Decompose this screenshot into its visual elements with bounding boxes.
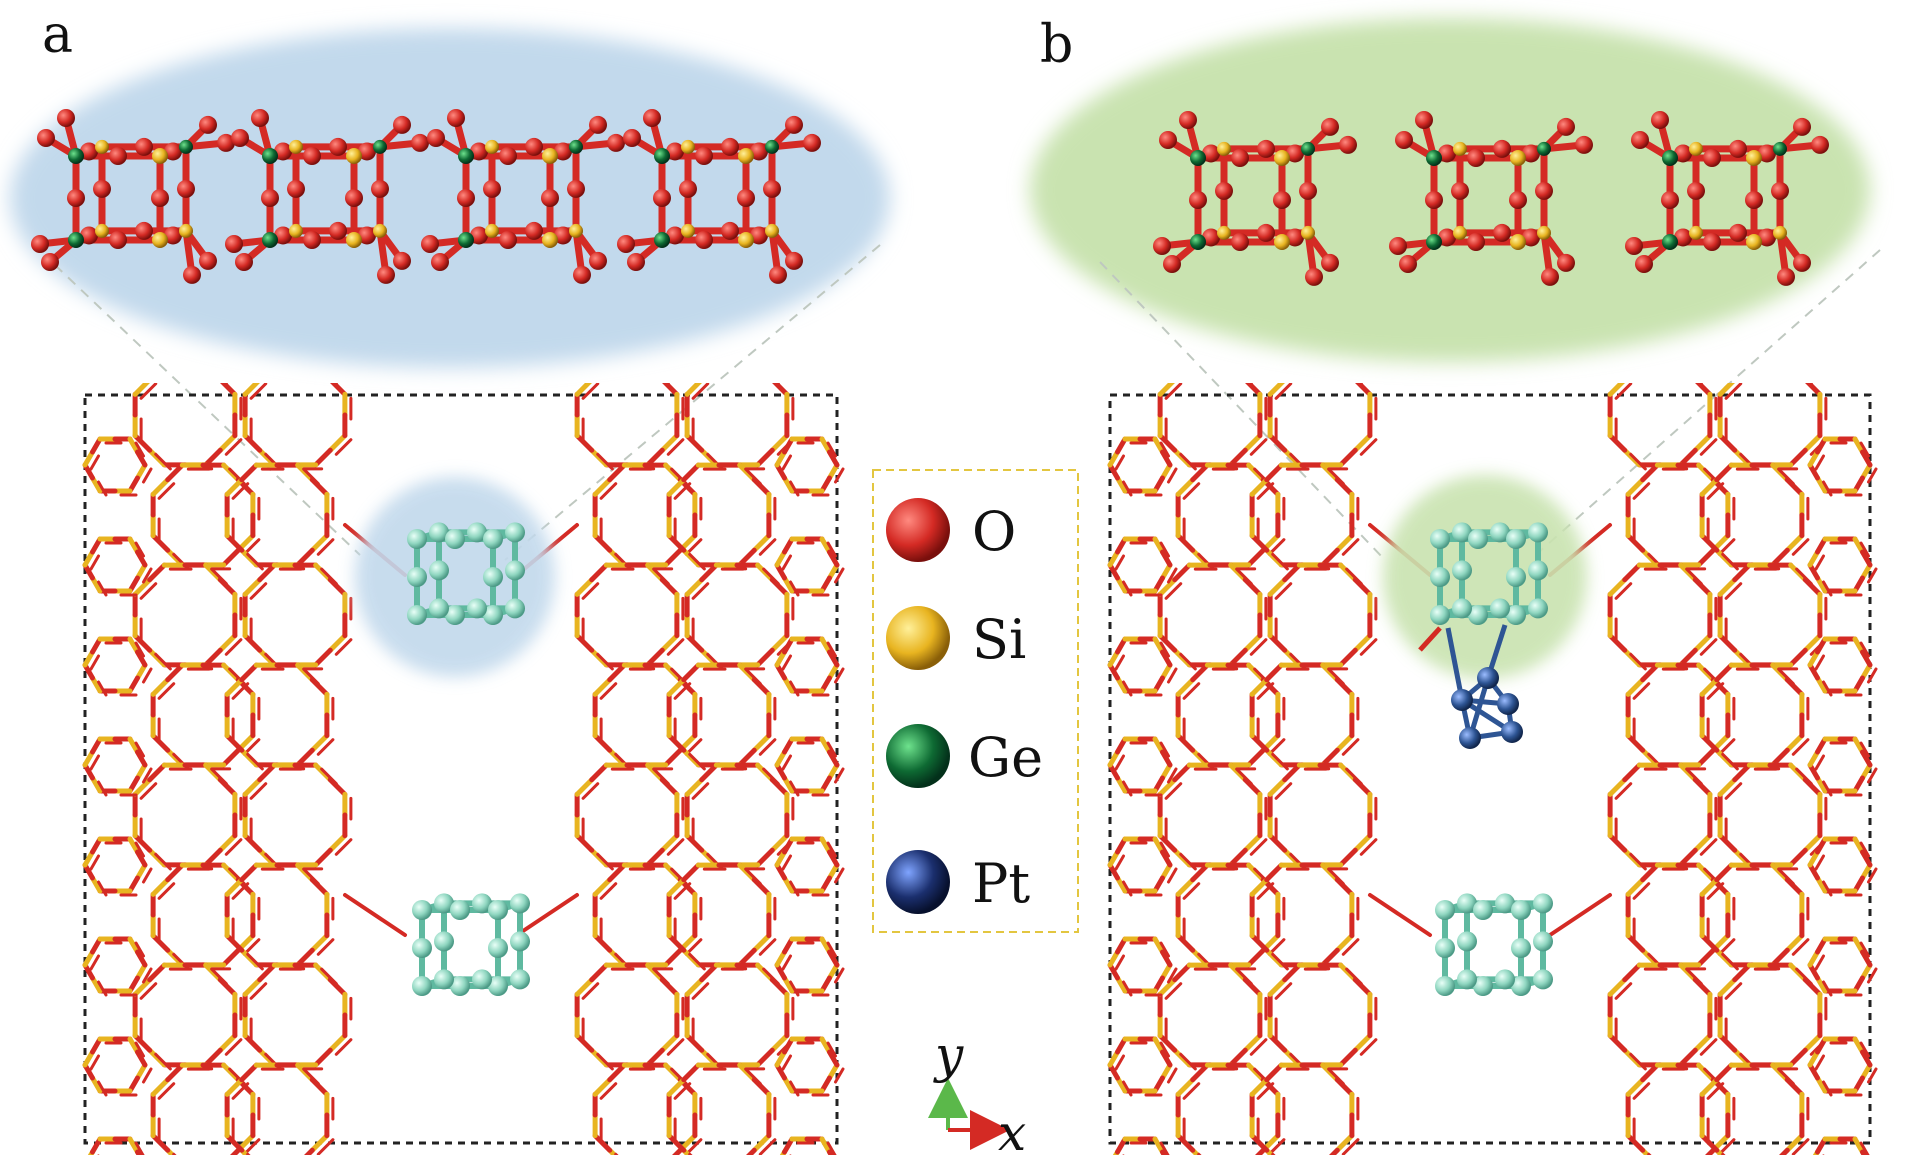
panel-b-zoom-callout — [1030, 18, 1881, 561]
legend-swatch-si — [886, 606, 950, 670]
legend-label-si: Si — [972, 608, 1026, 671]
panel-label-b: b — [1040, 15, 1073, 75]
panel-b-d4r-highlight — [1383, 475, 1587, 679]
d4r-unit — [1389, 111, 1593, 286]
legend-label-ge: Ge — [968, 726, 1043, 789]
panel-a-zoom-callout — [10, 28, 890, 561]
d4r-unit — [225, 109, 429, 284]
panel-label-a: a — [42, 5, 73, 65]
legend-label-pt: Pt — [972, 852, 1030, 915]
panel-a-d4r-units — [31, 109, 821, 284]
framework-lattice — [1107, 383, 1878, 1155]
panel-b-framework — [1107, 383, 1878, 1155]
panel-b-d4r-units — [1153, 111, 1829, 286]
x-axis-label: x — [998, 1104, 1026, 1162]
panel-b-d4r-cages — [1430, 522, 1553, 996]
d4r-cage — [1435, 893, 1553, 996]
panel-a-highlight-ellipse — [10, 28, 890, 368]
legend-label-o: O — [972, 500, 1016, 563]
d4r-unit — [421, 109, 625, 284]
d4r-cage — [412, 893, 530, 996]
d4r-cage — [1430, 522, 1548, 625]
panel-a-d4r-highlight — [355, 477, 555, 677]
d4r-unit — [617, 109, 821, 284]
d4r-unit — [1153, 111, 1357, 286]
panel-b-highlight-ellipse — [1030, 18, 1870, 362]
pt-cluster — [1418, 624, 1523, 749]
axis-indicator: y x — [928, 1026, 1026, 1162]
d4r-cage — [407, 522, 525, 625]
legend: O Si Ge Pt — [872, 469, 1079, 933]
legend-swatch-o — [886, 498, 950, 562]
legend-swatch-ge — [886, 724, 950, 788]
legend-swatch-pt — [886, 850, 950, 914]
d4r-unit — [1625, 111, 1829, 286]
panel-a-framework — [82, 383, 845, 1155]
y-axis-label: y — [933, 1026, 964, 1084]
panel-a-d4r-cages — [407, 522, 530, 996]
d4r-unit — [31, 109, 235, 284]
framework-lattice — [82, 383, 845, 1155]
